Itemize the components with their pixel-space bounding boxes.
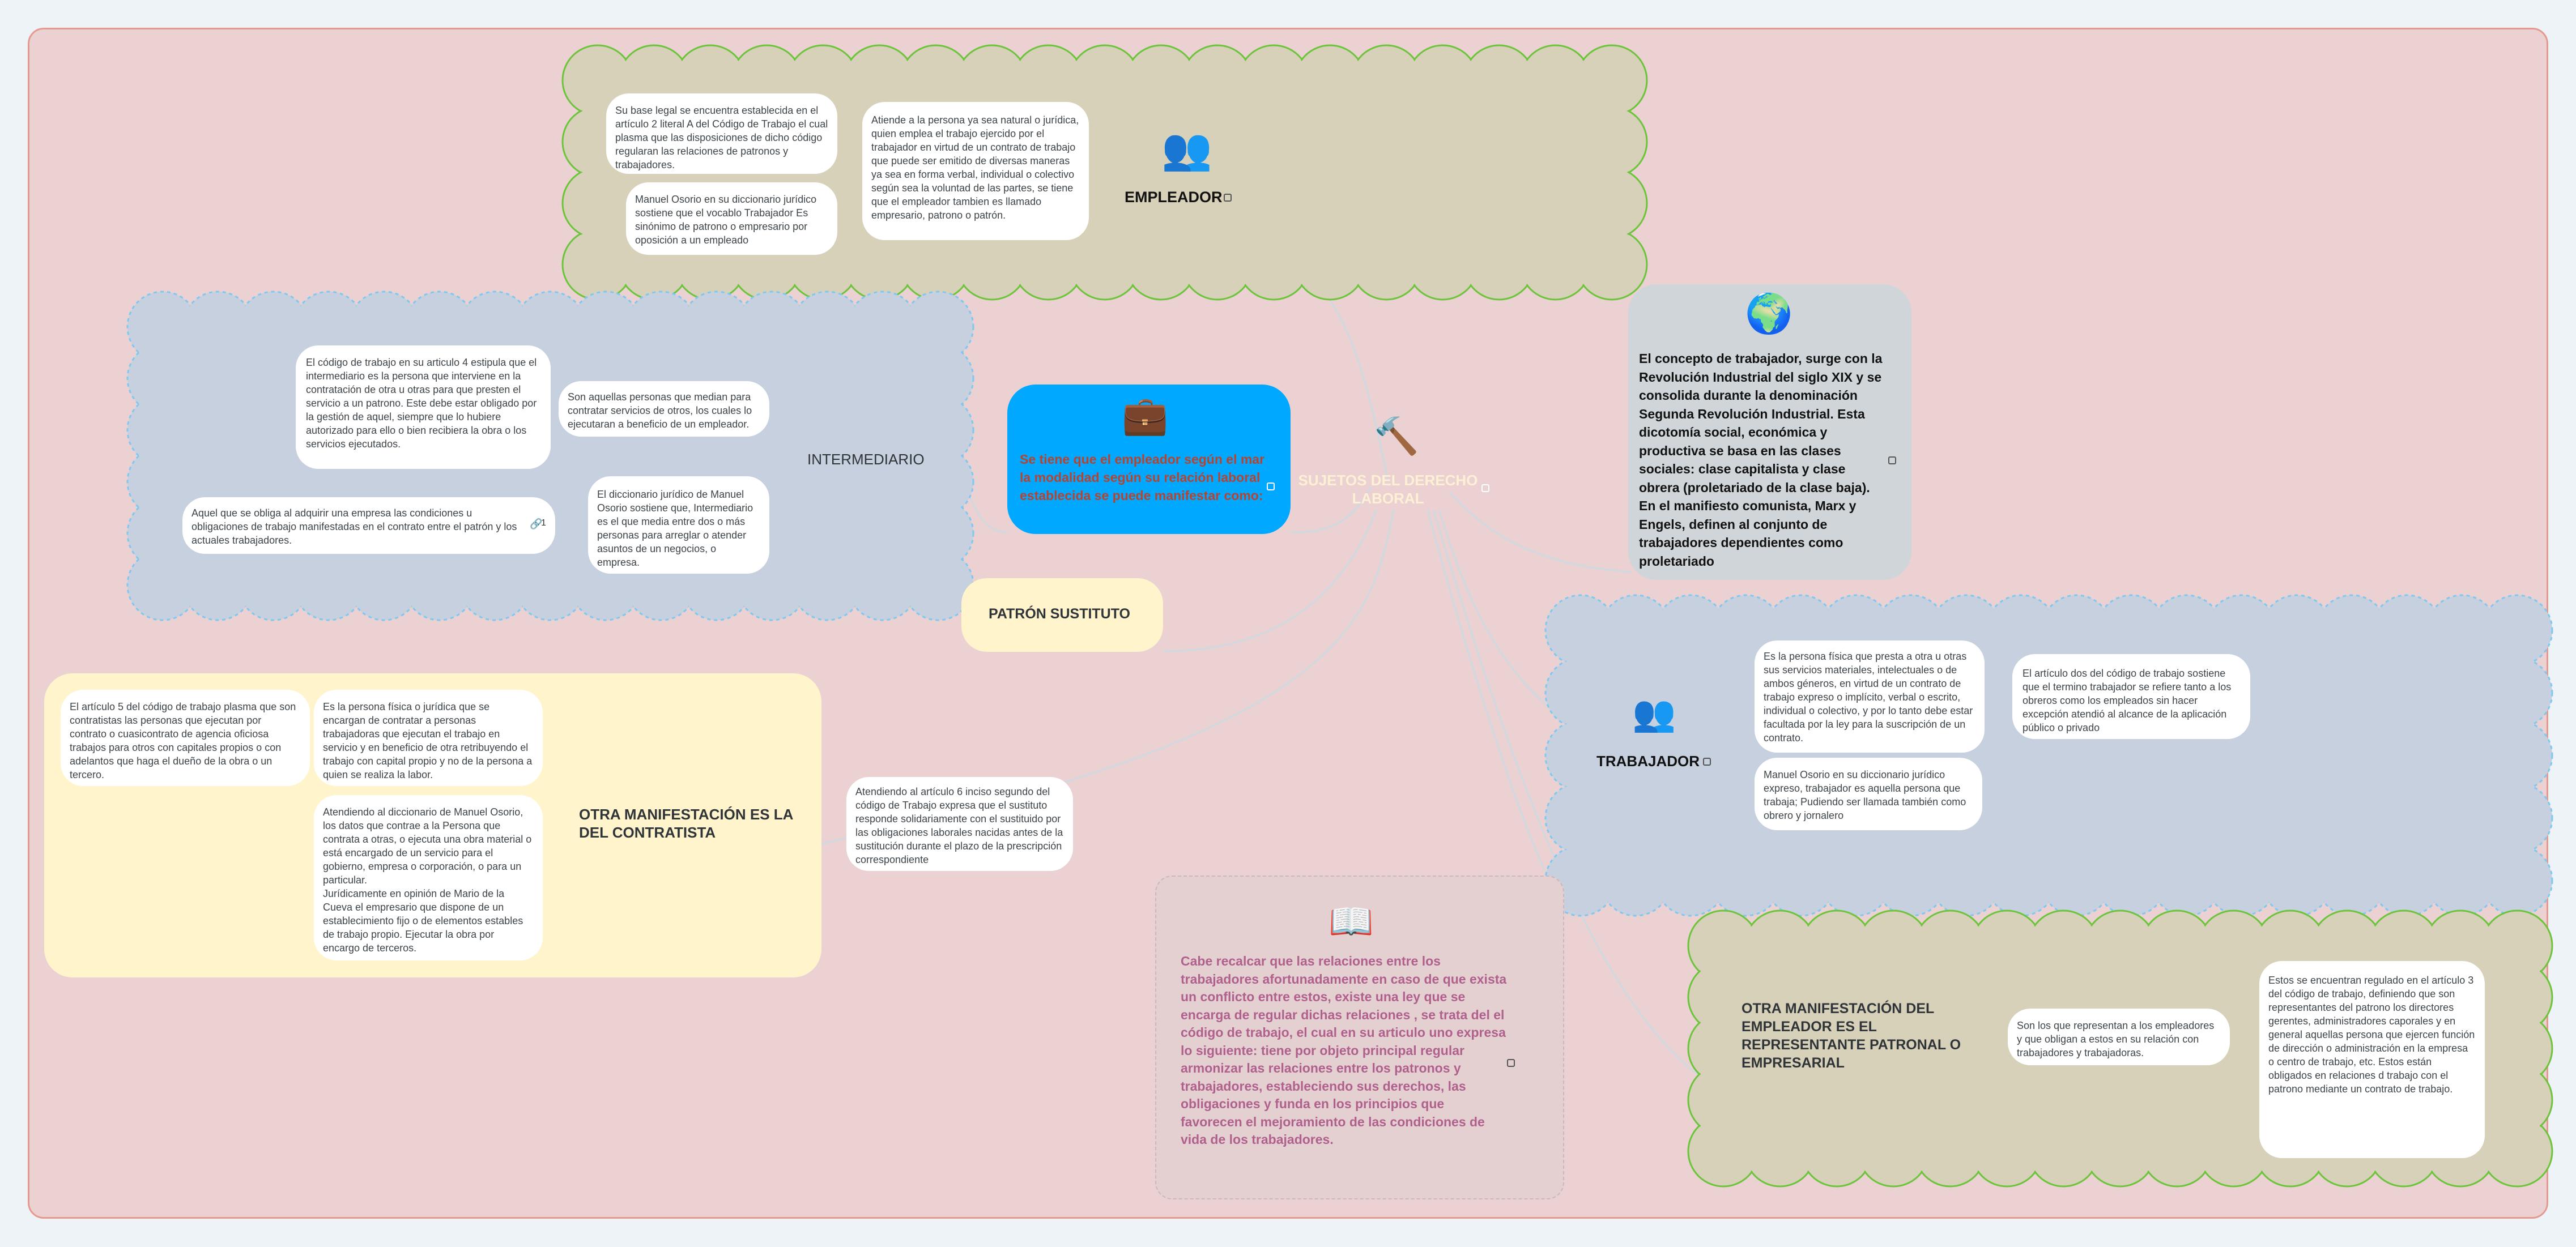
empleador-item[interactable]: Manuel Osorio en su diccionario jurídico…	[626, 182, 837, 255]
globe-icon: 🌍	[1745, 292, 1793, 335]
empleador-label[interactable]: EMPLEADOR	[1125, 189, 1223, 206]
contratista-label: OTRA MANIFESTACIÓN ES LA DEL CONTRATISTA	[579, 806, 793, 841]
contratista-item[interactable]: Atendiendo al diccionario de Manuel Osor…	[314, 795, 543, 960]
patron-sustituto-label: PATRÓN SUSTITUTO	[989, 606, 1130, 622]
trabajador-item[interactable]: Es la persona física que presta a otra u…	[1755, 640, 1985, 753]
trabajador-item[interactable]: Manuel Osorio en su diccionario jurídico…	[1755, 758, 1982, 830]
contratista-item[interactable]: Es la persona física o jurídica que se e…	[314, 690, 543, 786]
representante-item[interactable]: Son los que representan a los empleadore…	[2008, 1009, 2230, 1065]
intermediario-item[interactable]: El código de trabajo en su articulo 4 es…	[296, 345, 551, 469]
trabajador-item[interactable]: El artículo dos del código de trabajo so…	[2012, 654, 2250, 739]
patron-sustituto-node[interactable]	[961, 578, 1163, 652]
gavel-icon: 🔨	[1374, 416, 1419, 456]
concepto-node[interactable]	[1628, 284, 1911, 580]
link-concepto	[1449, 492, 1632, 573]
modalidad-node[interactable]	[1007, 385, 1291, 534]
trabajador-cloud	[1544, 594, 2553, 917]
briefcase-icon: 💼	[1122, 394, 1169, 436]
trabajador-label[interactable]: TRABAJADOR	[1596, 753, 1700, 770]
image-icon	[1507, 1059, 1515, 1067]
link-representante	[1432, 509, 1700, 1077]
cloud-shape	[1544, 594, 2553, 917]
representante-item[interactable]: Estos se encuentran regulado en el artíc…	[2259, 961, 2485, 1158]
intermediario-item[interactable]: Son aquellas personas que median para co…	[559, 381, 769, 437]
link-ley	[1427, 509, 1553, 884]
representante-label[interactable]: OTRA MANIFESTACIÓN DEL EMPLEADOR ES EL R…	[1742, 1001, 1961, 1071]
intermediario-item[interactable]: El diccionario jurídico de Manuel Osorio…	[588, 476, 769, 574]
image-icon	[1703, 758, 1711, 766]
empleador-item[interactable]: Su base legal se encuentra establecida e…	[606, 93, 837, 174]
image-icon	[1224, 194, 1232, 202]
people-icon: 👥	[1161, 127, 1212, 172]
worker-icon: 👥	[1632, 694, 1676, 733]
empleador-item[interactable]: Atiende a la persona ya sea natural o ju…	[862, 102, 1089, 240]
intermediario-item[interactable]: Aquel que se obliga al adquirir una empr…	[182, 497, 555, 554]
link-icon[interactable]: 🔗	[530, 518, 543, 529]
image-icon	[1481, 484, 1489, 492]
link-modalidad	[1289, 486, 1372, 533]
concepto-text: El concepto de trabajador, surge con la …	[1639, 351, 1883, 569]
book-icon: 📖	[1329, 901, 1374, 942]
intermediario-label[interactable]: INTERMEDIARIO	[807, 451, 925, 468]
modalidad-text: Se tiene que el empleador según el mar l…	[1020, 452, 1265, 503]
image-icon	[1267, 482, 1275, 490]
link-count: 1	[541, 518, 546, 528]
ley-text: Cabe recalcar que las relaciones entre l…	[1181, 954, 1507, 1147]
patron-sustituto-item[interactable]: Atendiendo al artículo 6 inciso segundo …	[846, 777, 1073, 871]
image-icon	[1888, 456, 1896, 464]
center-title[interactable]: SUJETOS DEL DERECHO LABORAL	[1298, 472, 1478, 507]
ley-node[interactable]	[1155, 876, 1564, 1199]
contratista-item[interactable]: El artículo 5 del código de trabajo plas…	[61, 690, 310, 786]
link-patron	[1163, 509, 1378, 652]
